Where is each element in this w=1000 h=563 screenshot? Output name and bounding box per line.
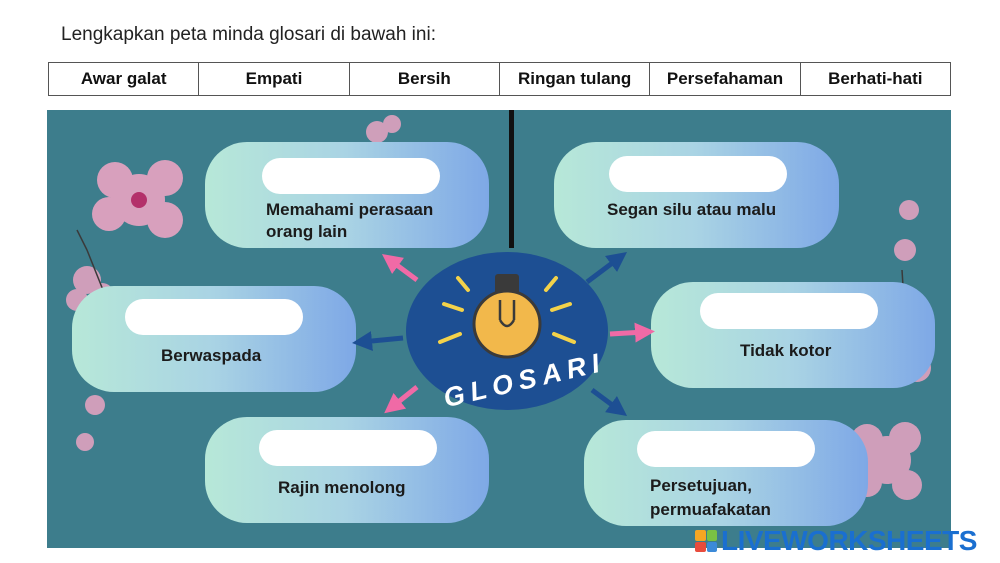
- mind-map-board: Memahami perasaan orang lain Segan silu …: [47, 110, 951, 548]
- word-bank-cell: Berhati-hati: [801, 63, 950, 95]
- arrow-blue: [362, 338, 403, 342]
- word-bank-cell: Bersih: [350, 63, 500, 95]
- arrow-pink: [610, 332, 645, 334]
- logo-icon: [695, 530, 717, 552]
- instruction-text: Lengkapkan peta minda glosari di bawah i…: [61, 24, 436, 46]
- word-bank-cell: Empati: [199, 63, 349, 95]
- word-bank-cell: Persefahaman: [650, 63, 800, 95]
- logo-text: LIVEWORKSHEETS: [721, 525, 977, 557]
- liveworksheets-logo: LIVEWORKSHEETS: [695, 525, 977, 557]
- word-bank-table: Awar galat Empati Bersih Ringan tulang P…: [48, 62, 951, 96]
- word-bank-cell: Awar galat: [49, 63, 199, 95]
- word-bank-cell: Ringan tulang: [500, 63, 650, 95]
